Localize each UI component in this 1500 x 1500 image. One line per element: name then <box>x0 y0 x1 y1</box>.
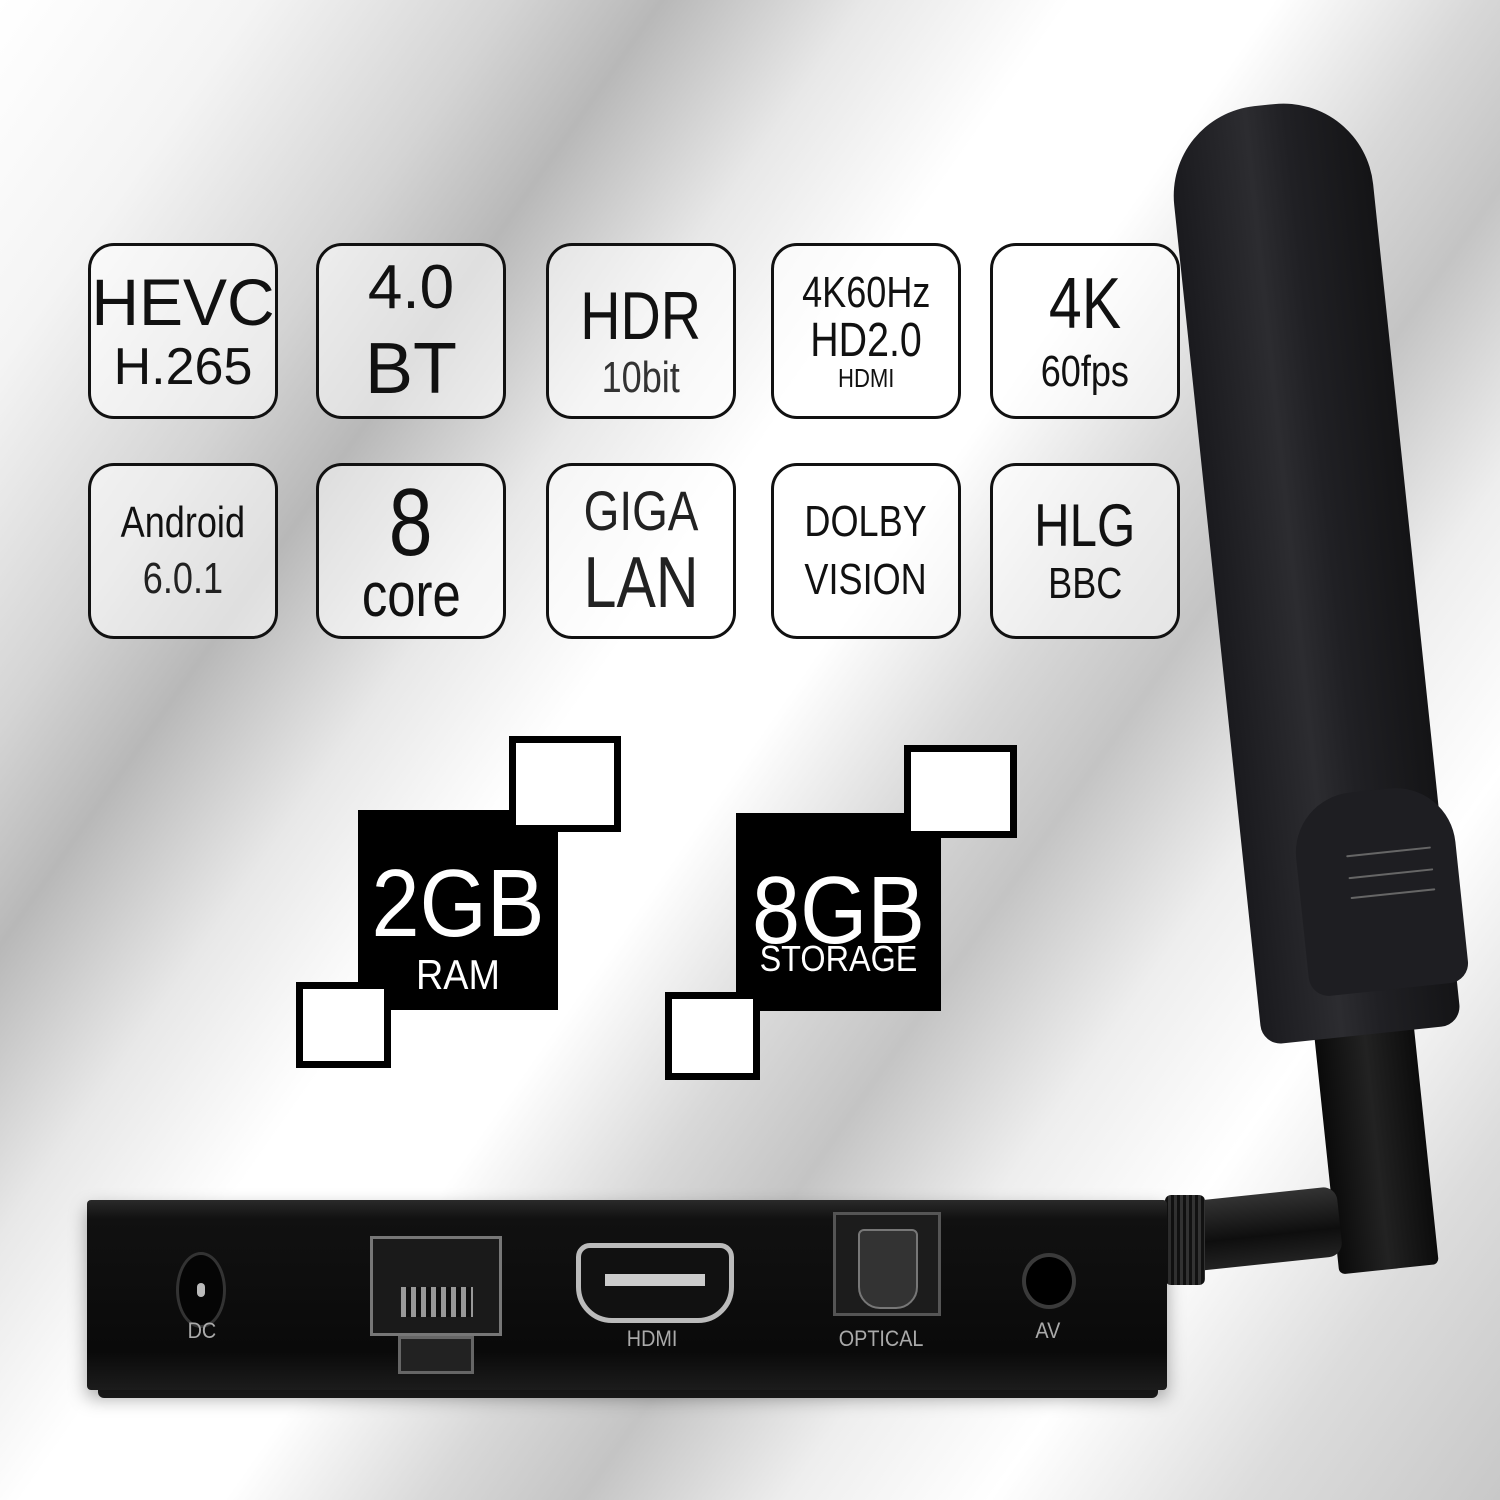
badge-subtitle: H.265 <box>113 338 253 396</box>
badge-hevc: HEVC H.265 <box>88 243 278 419</box>
badge-title: HLG <box>1034 492 1136 559</box>
badge-title: DOLBY <box>804 497 928 546</box>
spec-storage-block: 8GB STORAGE <box>736 813 941 1011</box>
badge-title: HEVC <box>91 265 275 339</box>
badge-subtitle: 60fps <box>1040 347 1130 396</box>
optical-label: OPTICAL <box>838 1326 924 1351</box>
badge-title: 4.0 <box>367 253 455 322</box>
antenna-knurled-nut <box>1165 1195 1205 1285</box>
hdmi-port <box>576 1243 734 1323</box>
hdmi-label: HDMI <box>626 1326 678 1351</box>
decorative-square <box>904 745 1017 838</box>
spec-storage-label: STORAGE <box>759 938 918 979</box>
badge-subtitle: BBC <box>1047 559 1123 608</box>
badge-subtitle: 6.0.1 <box>142 554 224 603</box>
optical-port <box>833 1212 941 1316</box>
badge-dolby-vision: DOLBY VISION <box>771 463 961 639</box>
spec-ram-value: 2GB <box>371 850 545 957</box>
av-port <box>1022 1253 1076 1309</box>
badge-android: Android 6.0.1 <box>88 463 278 639</box>
badge-hdr: HDR 10bit <box>546 243 736 419</box>
badge-subtitle: 10bit <box>601 353 681 402</box>
decorative-square <box>296 982 391 1068</box>
badge-note: HDMI <box>837 363 895 393</box>
badge-title: HDR <box>580 278 702 354</box>
badge-bluetooth: 4.0 BT <box>316 243 506 419</box>
spec-ram-label: RAM <box>415 951 501 998</box>
av-label: AV <box>1035 1318 1061 1343</box>
badge-title: Android <box>120 498 246 547</box>
ethernet-port <box>370 1236 502 1336</box>
ethernet-port-tab <box>398 1336 474 1374</box>
decorative-square <box>509 736 621 832</box>
badge-title: 4K60Hz <box>801 268 931 317</box>
badge-8-core: 8 core <box>316 463 506 639</box>
spec-storage-value: 8GB <box>752 857 925 964</box>
badge-subtitle: core <box>361 561 461 630</box>
antenna-grip <box>1289 782 1471 998</box>
dc-label: DC <box>187 1318 217 1343</box>
badge-hlg: HLG BBC <box>990 463 1180 639</box>
badge-hdmi: 4K60Hz HD2.0 HDMI <box>771 243 961 419</box>
badge-subtitle: LAN <box>583 543 699 623</box>
badge-subtitle: HD2.0 <box>810 314 922 367</box>
badge-subtitle: BT <box>364 329 457 409</box>
spec-ram-block: 2GB RAM <box>358 810 558 1010</box>
decorative-square <box>665 992 760 1080</box>
badge-title: 8 <box>389 469 433 576</box>
badge-title: 4K <box>1048 264 1122 344</box>
badge-4k: 4K 60fps <box>990 243 1180 419</box>
badge-title: GIGA <box>583 479 699 542</box>
dc-power-port <box>176 1252 226 1328</box>
badge-subtitle: VISION <box>804 555 928 604</box>
badge-giga-lan: GIGA LAN <box>546 463 736 639</box>
